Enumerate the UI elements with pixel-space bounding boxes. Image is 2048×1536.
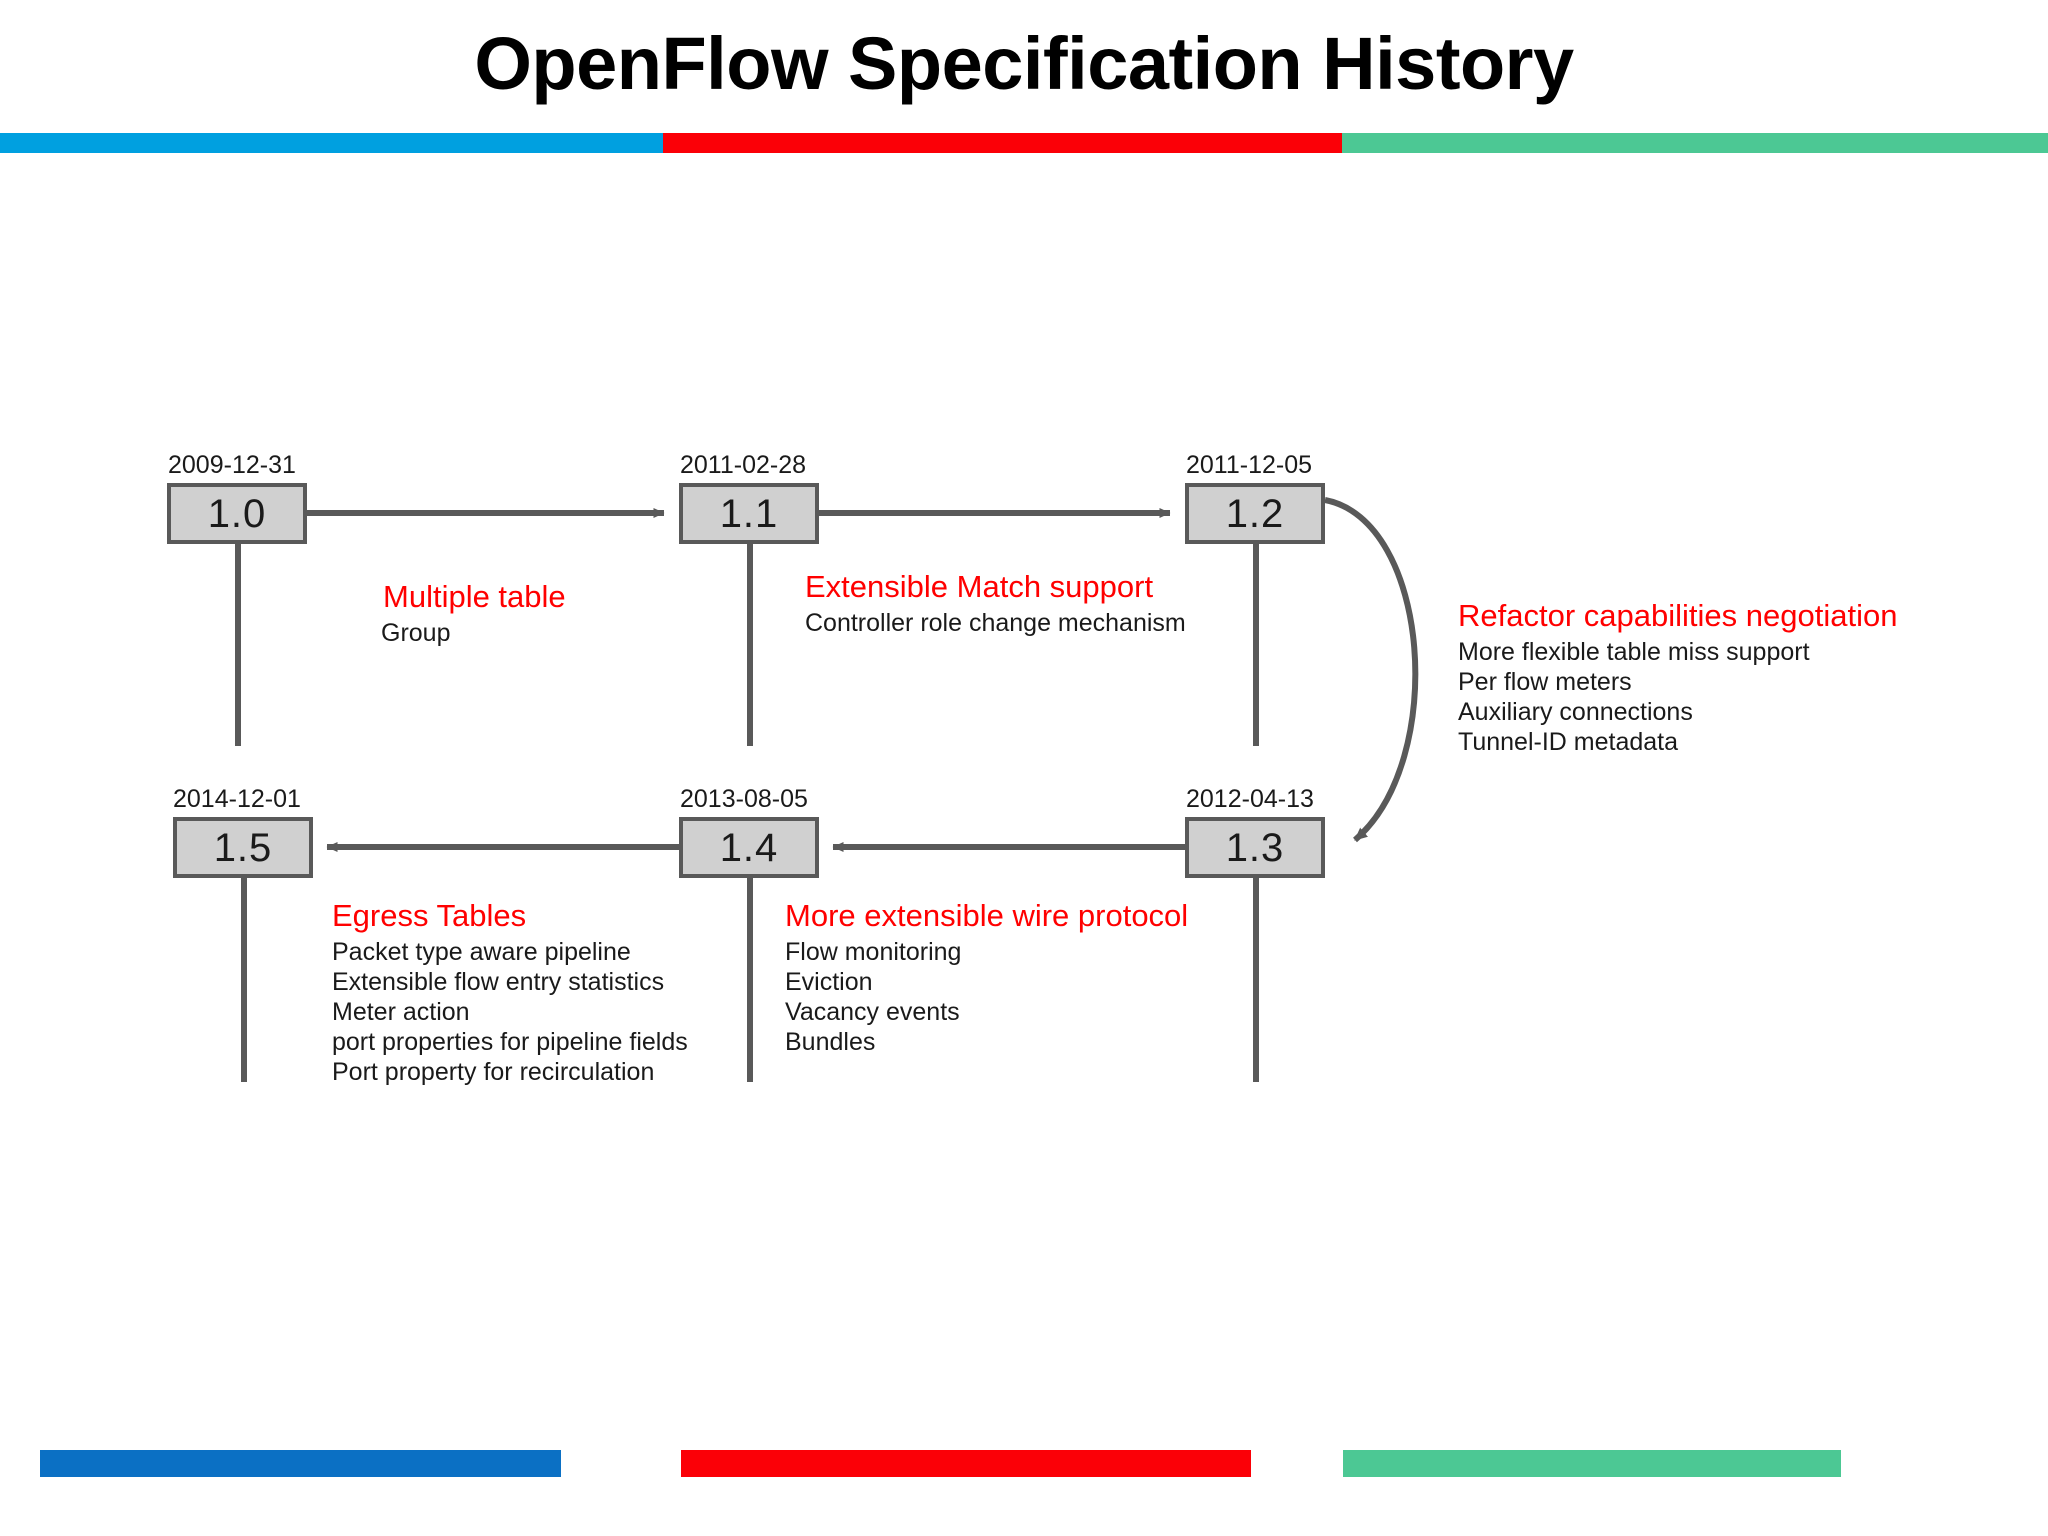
annotation-feature-item: Tunnel-ID metadata <box>1458 728 1679 756</box>
version-node-1-4[interactable]: 1.4 <box>679 817 819 878</box>
node-date-v11: 2011-02-28 <box>680 451 807 479</box>
annotation-feature-list: Group <box>381 618 566 648</box>
annotation-v13: More extensible wire protocol Flow monit… <box>785 897 1188 1057</box>
annotation-feature-list: Packet type aware pipeline Extensible fl… <box>332 937 688 1087</box>
header-rule-segment-green <box>1342 133 2048 153</box>
footer-bar-blue <box>40 1450 561 1477</box>
annotation-feature-item: Vacancy events <box>785 998 960 1026</box>
version-node-label: 1.2 <box>1225 491 1285 536</box>
version-node-1-0[interactable]: 1.0 <box>167 483 307 544</box>
annotation-feature-item: Eviction <box>785 968 873 996</box>
annotation-headline: More extensible wire protocol <box>785 898 1189 933</box>
annotation-v15: Egress Tables Packet type aware pipeline… <box>332 897 688 1087</box>
connector-v12-v13 <box>1324 497 1419 843</box>
annotation-feature-item: Flow monitoring <box>785 938 962 966</box>
version-node-label: 1.4 <box>719 825 779 870</box>
page-title: OpenFlow Specification History <box>474 22 1574 105</box>
annotation-feature-item: Auxiliary connections <box>1458 698 1693 726</box>
annotation-feature-item: More flexible table miss support <box>1458 638 1810 666</box>
annotation-v10: Multiple table Group <box>381 578 566 648</box>
node-date-v15: 2014-12-01 <box>173 785 301 813</box>
version-node-label: 1.1 <box>719 491 779 536</box>
version-node-label: 1.0 <box>207 491 267 536</box>
annotation-feature-item: Port property for recirculation <box>332 1058 655 1086</box>
version-node-1-1[interactable]: 1.1 <box>679 483 819 544</box>
version-node-1-2[interactable]: 1.2 <box>1185 483 1325 544</box>
annotation-headline: Refactor capabilities negotiation <box>1458 598 1898 633</box>
header-rule <box>0 133 2048 153</box>
annotation-v11: Extensible Match support Controller role… <box>805 568 1186 638</box>
node-date-v14: 2013-08-05 <box>680 785 808 813</box>
annotation-feature-item: Bundles <box>785 1028 876 1056</box>
footer-bars <box>0 1450 2048 1480</box>
header-rule-segment-blue <box>0 133 663 153</box>
annotation-feature-list: Controller role change mechanism <box>805 608 1186 638</box>
footer-bar-red <box>681 1450 1251 1477</box>
node-date-v13: 2012-04-13 <box>1186 785 1314 813</box>
annotation-headline: Extensible Match support <box>805 569 1154 604</box>
header-rule-segment-red <box>663 133 1342 153</box>
node-date-v12: 2011-12-05 <box>1186 451 1313 479</box>
annotation-feature-item: Group <box>381 619 451 647</box>
annotation-feature-item: port properties for pipeline fields <box>332 1028 688 1056</box>
annotation-feature-item: Meter action <box>332 998 470 1026</box>
footer-bar-green <box>1343 1450 1841 1477</box>
version-node-label: 1.3 <box>1225 825 1285 870</box>
version-node-label: 1.5 <box>213 825 273 870</box>
annotation-headline: Egress Tables <box>332 898 527 933</box>
annotation-feature-list: More flexible table miss support Per flo… <box>1458 637 1897 757</box>
annotation-headline: Multiple table <box>383 579 566 614</box>
annotation-feature-item: Packet type aware pipeline <box>332 938 631 966</box>
node-date-v10: 2009-12-31 <box>168 451 296 479</box>
annotation-feature-item: Extensible flow entry statistics <box>332 968 665 996</box>
version-node-1-3[interactable]: 1.3 <box>1185 817 1325 878</box>
annotation-v12: Refactor capabilities negotiation More f… <box>1458 597 1897 757</box>
version-node-1-5[interactable]: 1.5 <box>173 817 313 878</box>
annotation-feature-item: Controller role change mechanism <box>805 609 1186 637</box>
annotation-feature-item: Per flow meters <box>1458 668 1632 696</box>
annotation-feature-list: Flow monitoring Eviction Vacancy events … <box>785 937 1188 1057</box>
